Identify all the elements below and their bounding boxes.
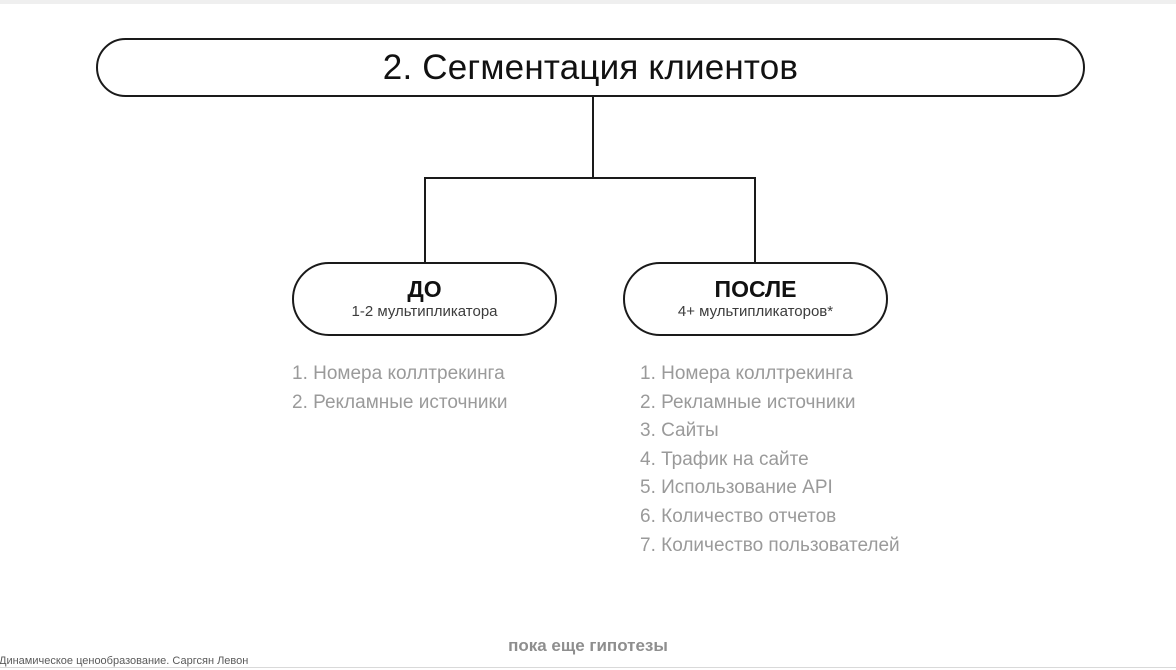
- feature-list-before: 1. Номера коллтрекинга 2. Рекламные исто…: [292, 360, 507, 417]
- page-title: 2. Сегментация клиентов: [382, 48, 799, 87]
- list-item: 7. Количество пользователей: [640, 534, 900, 556]
- bottom-divider: [0, 667, 1176, 668]
- branch-title-before: ДО: [407, 276, 442, 303]
- connector-drop-left: [424, 177, 426, 263]
- list-item: 3. Сайты: [640, 420, 719, 442]
- list-item: 1. Номера коллтрекинга: [640, 363, 853, 384]
- list-item: 5. Использование API: [640, 477, 833, 499]
- list-item: 2. Рекламные источники: [640, 391, 856, 413]
- connector-drop-right: [754, 177, 756, 263]
- footer-note: пока еще гипотезы: [508, 636, 668, 655]
- list-item: 4. Трафик на сайте: [640, 448, 809, 470]
- branch-pill-after: ПОСЛЕ 4+ мультипликаторов*: [623, 262, 888, 336]
- branch-title-after: ПОСЛЕ: [714, 276, 797, 303]
- connector-horizontal-bar: [424, 177, 756, 179]
- branch-subtitle-after: 4+ мультипликаторов*: [677, 303, 834, 321]
- footer-credit: Динамическое ценообразование. Саргсян Ле…: [0, 655, 249, 667]
- feature-list-after: 1. Номера коллтрекинга 2. Рекламные исто…: [640, 360, 900, 560]
- list-item: 1. Номера коллтрекинга: [292, 363, 505, 384]
- title-pill: 2. Сегментация клиентов: [96, 38, 1085, 97]
- list-item: 6. Количество отчетов: [640, 505, 837, 527]
- list-item: 2. Рекламные источники: [292, 391, 508, 413]
- connector-stem: [592, 97, 594, 178]
- branch-subtitle-before: 1-2 мультипликатора: [351, 303, 498, 321]
- top-divider: [0, 0, 1176, 4]
- branch-pill-before: ДО 1-2 мультипликатора: [292, 262, 557, 336]
